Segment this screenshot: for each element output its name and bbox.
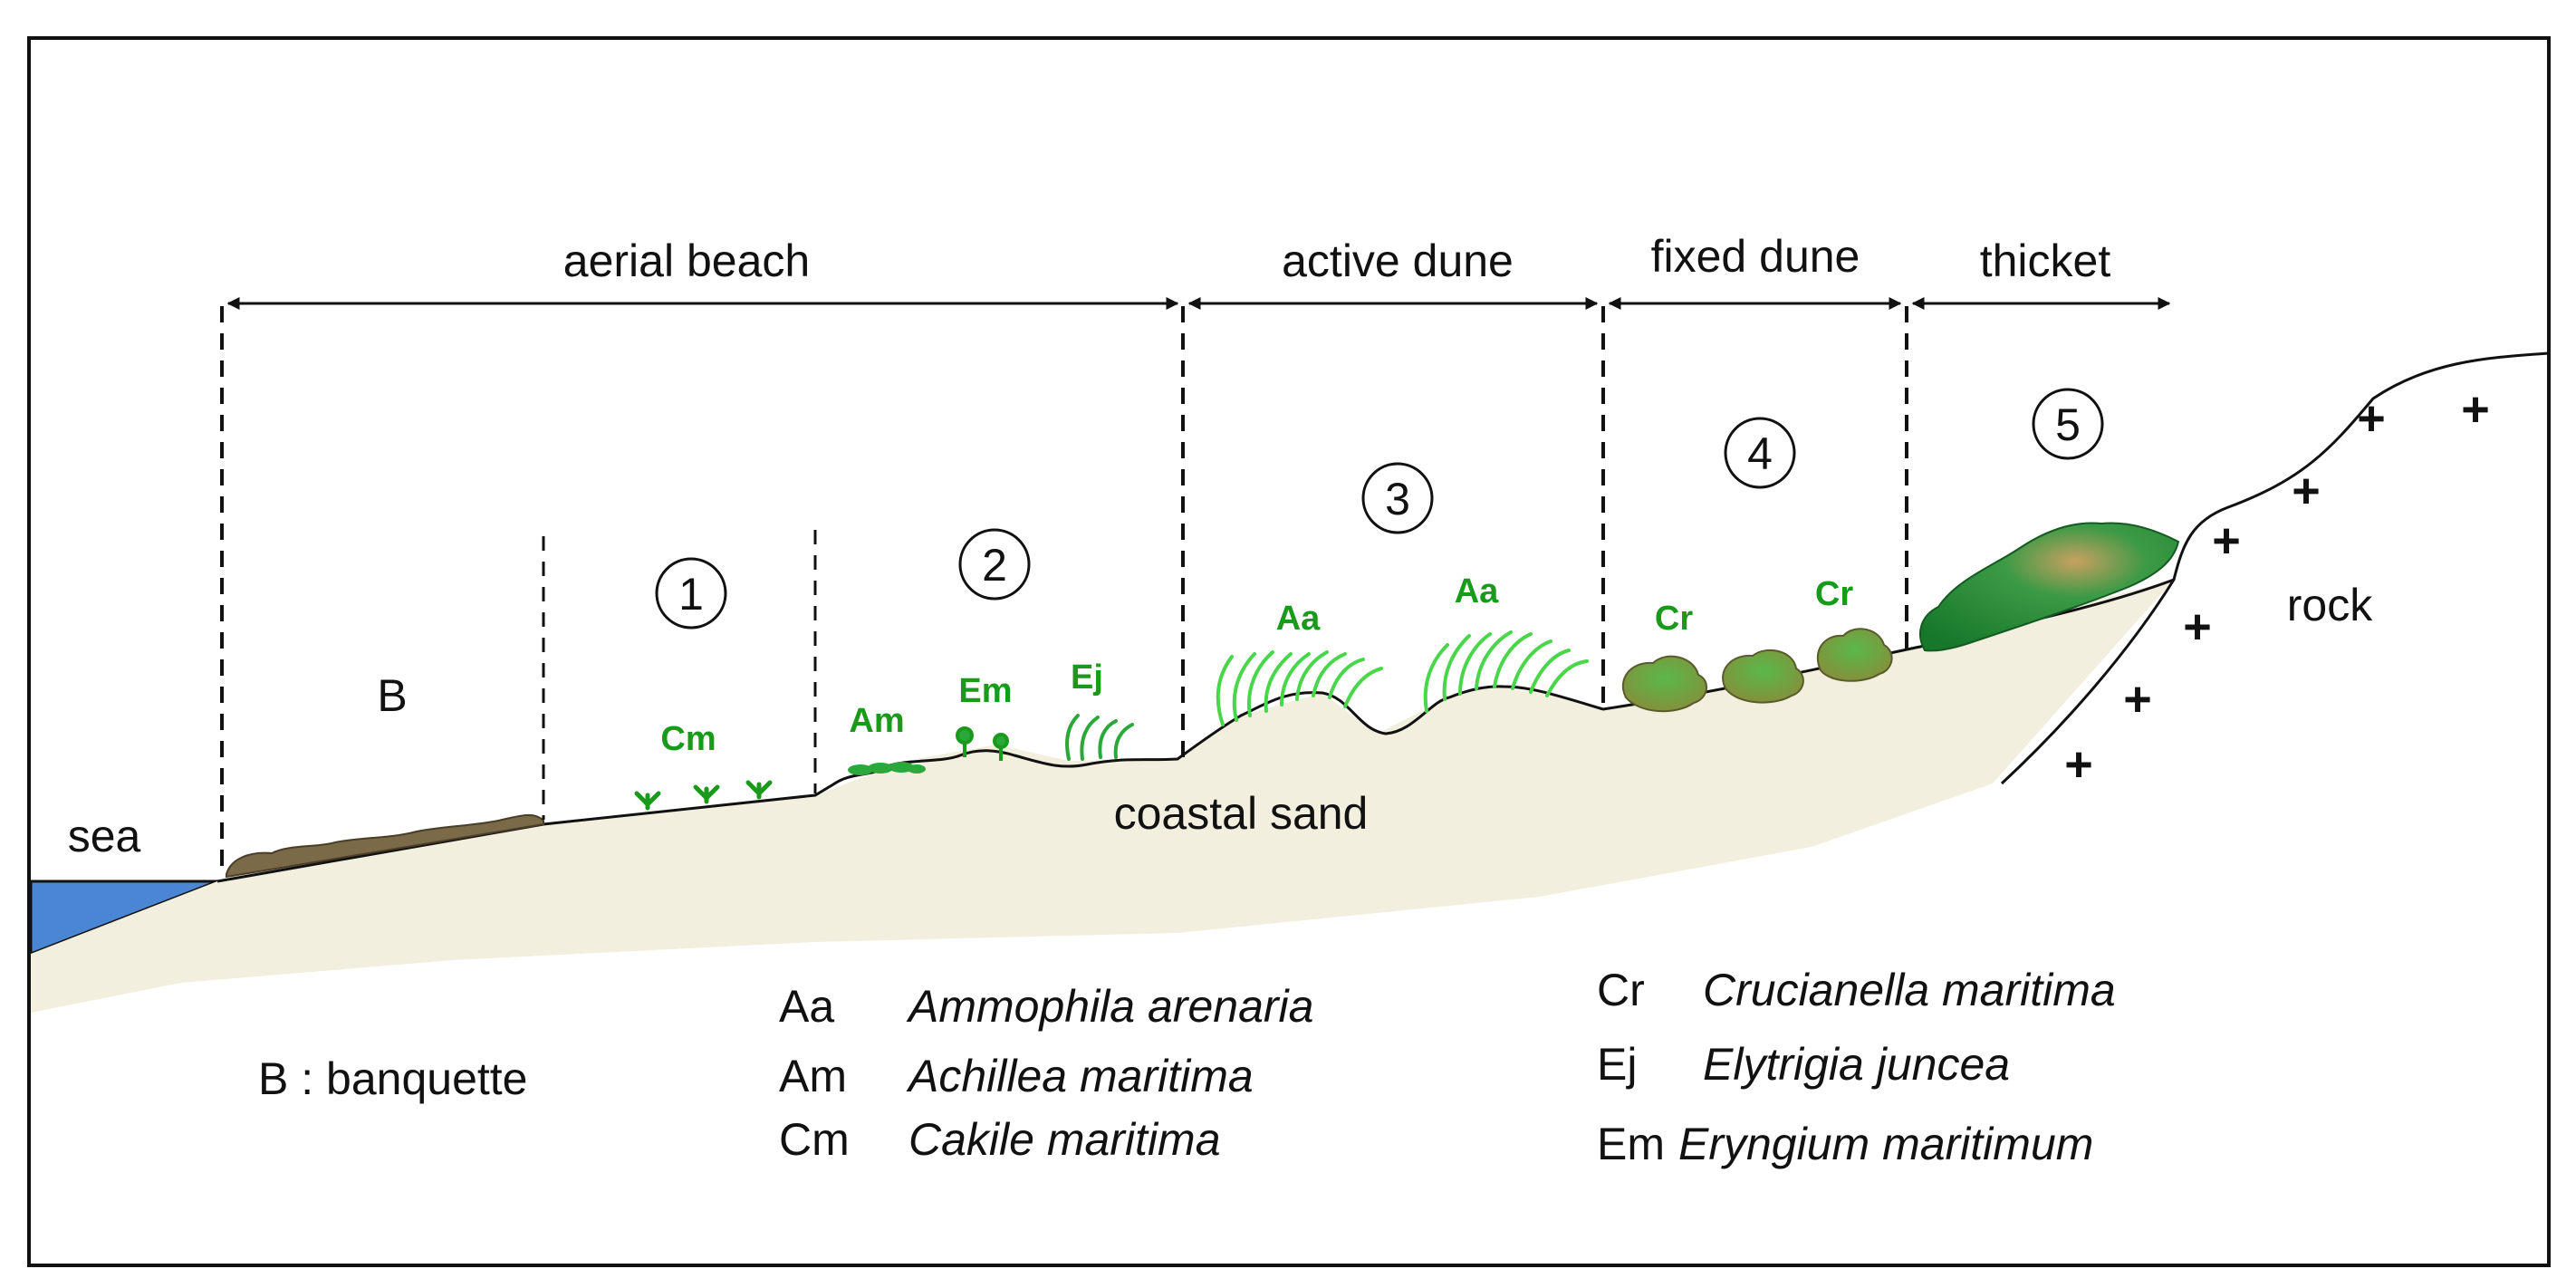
achillea-plants xyxy=(848,762,926,775)
legend-code: Em xyxy=(1597,1119,1665,1169)
plant-label-em: Em xyxy=(958,672,1012,710)
plant-label-cr-1: Cr xyxy=(1655,600,1693,638)
zone-number-1-text: 1 xyxy=(678,569,704,620)
legend-name: Elytrigia juncea xyxy=(1703,1039,2010,1090)
legend-code: Cr xyxy=(1597,965,1645,1015)
legend-name: Ammophila arenaria xyxy=(906,981,1313,1032)
plant-label-am: Am xyxy=(849,702,904,740)
zone-number-4-text: 4 xyxy=(1747,428,1773,479)
zone-label-active-dune: active dune xyxy=(1282,235,1514,286)
rock-cross: + xyxy=(2212,514,2241,568)
zone-number-1: 1 xyxy=(655,557,727,630)
cakile-plants xyxy=(634,780,773,811)
rock-label: rock xyxy=(2287,580,2373,630)
coastal-sand-label: coastal sand xyxy=(1114,788,1369,839)
rock-cross: + xyxy=(2064,737,2093,792)
zone-number-5: 5 xyxy=(2032,388,2104,460)
zone-label-aerial-beach: aerial beach xyxy=(563,235,810,286)
zone-boundaries xyxy=(220,306,1908,874)
zone-number-4: 4 xyxy=(1724,417,1796,489)
legend-name: Achillea maritima xyxy=(906,1051,1254,1101)
plant-label-aa-1: Aa xyxy=(1276,600,1321,638)
crucianella-shrubs xyxy=(1621,628,1893,713)
legend-column-1: Aa Ammophila arenaria Am Achillea mariti… xyxy=(779,981,1313,1165)
legend-code: Am xyxy=(779,1051,847,1101)
rock-symbols: + + + + + + + xyxy=(2064,382,2490,792)
plant-label-ej: Ej xyxy=(1071,658,1103,697)
banquette-code-label: B xyxy=(377,670,407,721)
rock-outline xyxy=(2000,351,2550,785)
rock-cross: + xyxy=(2357,391,2386,446)
coastal-sand-body xyxy=(31,580,2174,1013)
eryngium-plants xyxy=(956,726,1009,761)
zone-number-2: 2 xyxy=(958,528,1031,601)
plant-label-cm: Cm xyxy=(660,720,716,758)
zone-label-fixed-dune: fixed dune xyxy=(1651,231,1860,282)
legend-name: Eryngium maritimum xyxy=(1678,1119,2093,1169)
legend-name: Cakile maritima xyxy=(908,1114,1221,1165)
legend-name: Crucianella maritima xyxy=(1703,965,2116,1015)
diagram-frame xyxy=(27,36,2551,1267)
rock-cross: + xyxy=(2292,464,2321,518)
legend-code: Aa xyxy=(779,981,834,1032)
rock-cross: + xyxy=(2183,600,2212,654)
zone-number-5-text: 5 xyxy=(2055,399,2081,450)
sea-label: sea xyxy=(68,811,141,861)
zone-label-thicket: thicket xyxy=(1980,235,2111,286)
plant-label-cr-2: Cr xyxy=(1815,575,1853,613)
plant-label-aa-2: Aa xyxy=(1455,572,1499,610)
banquette-debris xyxy=(226,814,544,879)
zone-number-3: 3 xyxy=(1361,462,1434,534)
rock-cross: + xyxy=(2123,672,2152,726)
zone-number-3-text: 3 xyxy=(1385,474,1410,524)
legend-code: Ej xyxy=(1597,1039,1637,1090)
legend-column-2: Cr Crucianella maritima Ej Elytrigia jun… xyxy=(1597,965,2116,1169)
rock-cross: + xyxy=(2461,382,2490,437)
legend-code: Cm xyxy=(779,1114,850,1165)
thicket-vegetation xyxy=(1919,522,2180,652)
zone-number-2-text: 2 xyxy=(982,540,1007,591)
ammophila-plants xyxy=(1216,630,1589,726)
legend-banquette: B : banquette xyxy=(258,1053,527,1104)
elytrigia-plants xyxy=(1065,714,1134,761)
